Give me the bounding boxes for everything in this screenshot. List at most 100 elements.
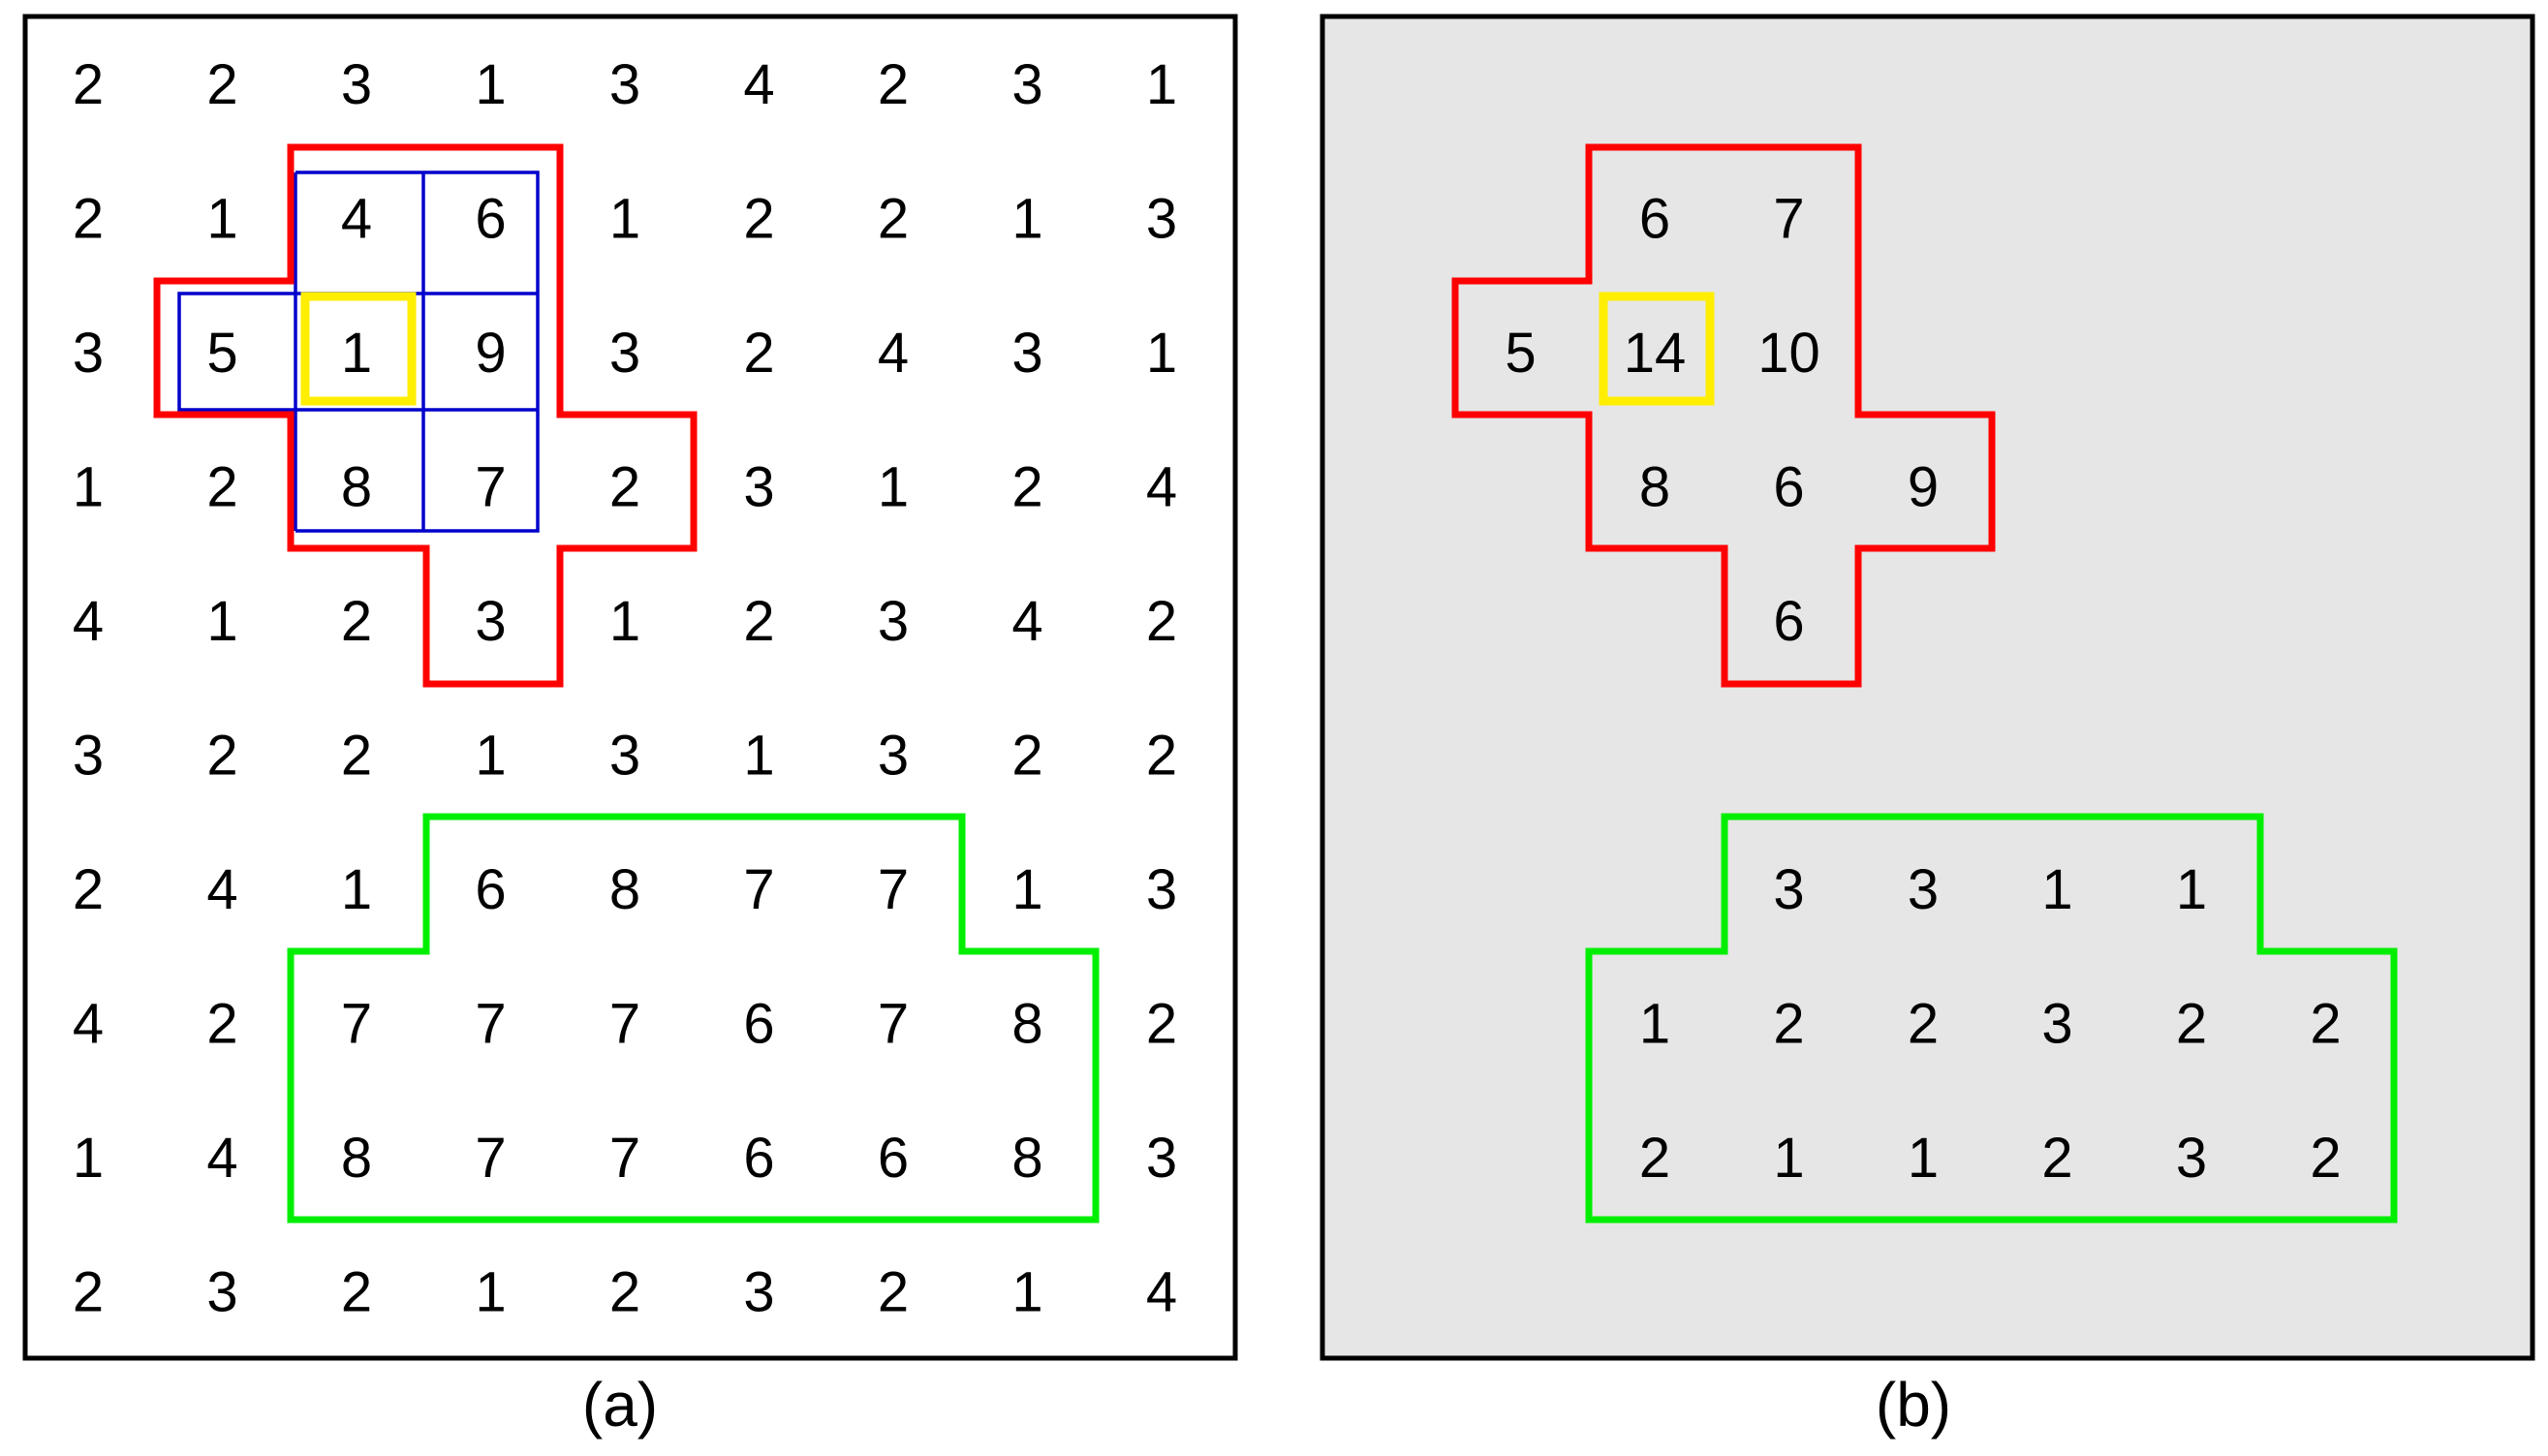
grid-cell-value: 1: [1011, 858, 1042, 921]
result-cell-value: 6: [1773, 590, 1804, 653]
yellow-center-cell-b: [1599, 292, 1715, 406]
grid-cell-value: 8: [341, 456, 372, 519]
result-cell-value: 1: [1908, 1127, 1939, 1190]
grid-cell-value: 1: [341, 858, 372, 921]
grid-cell-value: 3: [743, 1261, 774, 1324]
grid-cell-value: 2: [878, 188, 909, 251]
grid-cell-value: 1: [878, 456, 909, 519]
grid-cell-value: 3: [1011, 322, 1042, 385]
grid-cell-value: 1: [206, 188, 237, 251]
result-cell-value: 3: [2041, 993, 2072, 1056]
grid-cell-value: 3: [475, 590, 506, 653]
grid-cell-value: 2: [206, 456, 237, 519]
grid-cell-value: 2: [609, 456, 640, 519]
grid-cell-value: 1: [73, 1127, 104, 1190]
red-region-outline-b: [1451, 143, 1996, 688]
grid-cell-value: 7: [743, 858, 774, 921]
result-cell-value: 2: [2041, 1127, 2072, 1190]
result-cell-value: 2: [1908, 993, 1939, 1056]
grid-cell-value: 6: [743, 1127, 774, 1190]
grid-cell-value: 3: [1146, 1127, 1177, 1190]
result-cell-value: 2: [1773, 993, 1804, 1056]
panel-b-frame: [1320, 14, 2535, 1361]
grid-cell-value: 4: [73, 993, 104, 1056]
grid-cell-value: 2: [878, 53, 909, 116]
result-cell-value: 6: [1639, 188, 1670, 251]
result-cell-value: 1: [2041, 858, 2072, 921]
yellow-center-cell: [300, 292, 417, 406]
grid-cell-value: 9: [475, 322, 506, 385]
grid-cell-value: 2: [1011, 725, 1042, 788]
grid-cell-value: 3: [73, 725, 104, 788]
grid-cell-value: 2: [743, 590, 774, 653]
grid-cell-value: 2: [743, 322, 774, 385]
grid-cell-value: 2: [206, 725, 237, 788]
result-cell-value: 5: [1505, 322, 1536, 385]
result-cell-value: 1: [1773, 1127, 1804, 1190]
grid-cell-value: 1: [475, 725, 506, 788]
grid-cell-value: 2: [341, 590, 372, 653]
grid-cell-value: 4: [341, 188, 372, 251]
result-cell-value: 9: [1908, 456, 1939, 519]
grid-cell-value: 4: [206, 858, 237, 921]
green-region-outline: [287, 813, 1100, 1224]
grid-cell-value: 3: [1146, 858, 1177, 921]
grid-cell-value: 2: [1146, 590, 1177, 653]
grid-cell-value: 2: [1146, 725, 1177, 788]
grid-cell-value: 3: [73, 322, 104, 385]
grid-cell-value: 1: [1146, 322, 1177, 385]
result-cell-value: 1: [1639, 993, 1670, 1056]
panel-a: 2 2 3 1 3 4 2 3 1 2 1 4 6 1 2 2 1 3 3 5 1 9 3 2 4 3 1 1 2 8 7 2 3 1 2 4 4 1 2 3…: [22, 14, 1238, 1361]
grid-cell-value: 2: [206, 993, 237, 1056]
grid-cell-value: 3: [341, 53, 372, 116]
grid-cell-value: 1: [73, 456, 104, 519]
result-cell-value: 3: [1773, 858, 1804, 921]
grid-cell-value: 4: [206, 1127, 237, 1190]
grid-cell-value: 3: [1146, 188, 1177, 251]
grid-cell-value: 8: [1011, 1127, 1042, 1190]
grid-cell-value: 3: [1011, 53, 1042, 116]
grid-cell-value: 6: [743, 993, 774, 1056]
grid-cell-value: 2: [609, 1261, 640, 1324]
grid-cell-value: 1: [743, 725, 774, 788]
grid-cell-value: 2: [1146, 993, 1177, 1056]
grid-cell-value: 2: [73, 53, 104, 116]
grid-cell-value: 3: [609, 322, 640, 385]
grid-cell-value: 3: [206, 1261, 237, 1324]
grid-cell-value: 1: [1146, 53, 1177, 116]
grid-cell-value: 2: [341, 725, 372, 788]
result-cell-value: 3: [2176, 1127, 2207, 1190]
grid-cell-value: 4: [1146, 456, 1177, 519]
grid-cell-value: 7: [475, 993, 506, 1056]
result-cell-value: 1: [2176, 858, 2207, 921]
grid-cell-value: 6: [475, 188, 506, 251]
grid-cell-value: 2: [206, 53, 237, 116]
blue-window-outline: [295, 170, 540, 533]
grid-cell-value: 4: [73, 590, 104, 653]
grid-cell-value: 2: [341, 1261, 372, 1324]
caption-a: (a): [582, 1370, 658, 1440]
result-cell-value: 6: [1773, 456, 1804, 519]
grid-cell-value: 5: [206, 322, 237, 385]
grid-cell-value: 1: [475, 53, 506, 116]
grid-cell-value: 4: [1011, 590, 1042, 653]
grid-cell-value: 1: [609, 590, 640, 653]
green-region-outline-b: [1585, 813, 2398, 1224]
grid-cell-value: 6: [878, 1127, 909, 1190]
grid-cell-value: 1: [206, 590, 237, 653]
grid-cell-value: 2: [73, 188, 104, 251]
grid-cell-value: 7: [475, 1127, 506, 1190]
panel-a-frame: [22, 14, 1238, 1361]
grid-cell-value: 2: [73, 858, 104, 921]
grid-cell-value: 4: [743, 53, 774, 116]
grid-cell-value: 4: [878, 322, 909, 385]
grid-cell-value: 7: [878, 858, 909, 921]
blue-window: [177, 170, 540, 533]
result-cell-value: 8: [1639, 456, 1670, 519]
grid-cell-value: 3: [609, 725, 640, 788]
grid-cell-value: 7: [878, 993, 909, 1056]
grid-cell-value: 2: [878, 1261, 909, 1324]
grid-cell-value: 2: [1011, 456, 1042, 519]
